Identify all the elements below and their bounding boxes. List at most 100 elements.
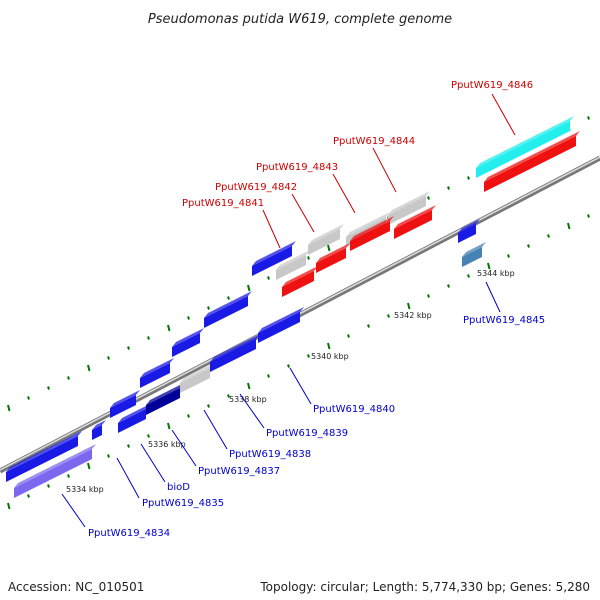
inner-tick [147,434,150,438]
gene-4840-arrow-body [258,312,300,343]
gene-features [6,116,580,498]
gene-4844-grey-body [388,196,426,225]
gene-4846-cyan[interactable] [476,116,574,178]
gene-4838-arrow[interactable] [204,291,252,328]
gene-4841-grey-top [276,250,310,270]
outer-tick [167,324,171,332]
gene-label-4834[interactable]: PputW619_4834 [88,528,170,539]
gene-label-4843[interactable]: PputW619_4843 [256,162,338,173]
gene-4837b-arrow[interactable] [118,404,150,433]
gene-label-4837[interactable]: PputW619_4837 [198,466,280,477]
outer-tick [207,306,210,310]
gene-4839-arrow[interactable] [252,241,296,276]
gene-4845b-arrow-body [462,247,482,267]
gene-4837-arrow[interactable] [172,328,204,357]
outer-tick [327,244,331,252]
gene-biod-arrow-top [140,358,174,378]
leader-4843 [332,173,356,214]
inner-tick [347,334,350,338]
gene-4839-arrow-top [252,241,296,266]
gene-4837-arrow-body [172,333,200,357]
inner-tick [187,414,190,418]
gene-4844-arrow[interactable] [394,205,436,239]
tick-label-5342: 5342 kbp [394,311,432,320]
outer-tick [227,296,230,300]
gene-grey-arrow-body [180,368,210,393]
inner-tick [467,274,470,278]
gene-4841-grey[interactable] [276,250,310,280]
gene-4839b-arrow[interactable] [210,334,260,372]
inner-tick [247,382,251,390]
gene-grey-arrow[interactable] [180,363,214,393]
leader-4842 [291,193,315,233]
outer-tick [267,276,270,280]
gene-4834-lower-arrow[interactable] [14,444,96,498]
gene-4839-arrow-body [252,246,292,276]
inner-tick [387,314,390,318]
gene-label-4838[interactable]: PputW619_4838 [229,449,311,460]
inner-tick [227,394,230,398]
leader-4844 [372,147,397,193]
inner-tick [507,254,510,258]
gene-label-4845[interactable]: PputW619_4845 [463,315,545,326]
gene-4835b-arrow[interactable] [110,390,140,418]
gene-label-4846[interactable]: PputW619_4846 [451,80,533,91]
inner-tick [107,454,110,458]
gene-4842-arrow-body [316,248,346,273]
inner-tick [567,222,571,230]
outer-tick [87,364,91,372]
gene-label-4835[interactable]: PputW619_4835 [142,498,224,509]
gene-4844-grey[interactable] [388,191,430,225]
leader-4846 [491,93,516,136]
gene-4838b-arrow-body [146,388,180,415]
gene-4837-arrow-top [172,328,204,347]
gene-label-4840[interactable]: PputW619_4840 [313,404,395,415]
gene-4838b-arrow-top [146,383,184,405]
gene-4846-arrow[interactable] [484,131,580,192]
leader-biod [140,443,166,483]
inner-tick [87,462,91,470]
gene-4844-grey-top [388,191,430,215]
tick-label-5338: 5338 kbp [229,395,267,404]
gene-4841-arrow[interactable] [282,266,318,297]
gene-label-4839[interactable]: PputW619_4839 [266,428,348,439]
gene-4842-grey[interactable] [308,224,344,255]
gene-4834-arrow[interactable] [6,431,82,482]
outer-tick [107,356,110,360]
gene-label-4841[interactable]: PputW619_4841 [182,198,264,209]
accession-text: Accession: NC_010501 [8,580,145,594]
gene-4845b-arrow[interactable] [462,242,486,267]
inner-tick [67,474,70,478]
gene-4838-arrow-top [204,291,252,318]
leader-4837 [171,429,197,467]
gene-label-4842[interactable]: PputW619_4842 [215,182,297,193]
inner-tick [487,262,491,270]
inner-tick [587,214,590,218]
gene-label-4844[interactable]: PputW619_4844 [333,136,415,147]
gene-4835b-arrow-top [110,390,140,408]
tick-label-5344: 5344 kbp [477,269,515,278]
gene-4845-arrow[interactable] [458,219,480,243]
inner-tick [407,302,411,310]
gene-4845b-arrow-top [462,242,486,257]
gene-4840-arrow-top [258,307,304,333]
gene-4835-arrow[interactable] [92,420,106,440]
gene-biod-arrow[interactable] [140,358,174,388]
map-title: Pseudomonas putida W619, complete genome [148,12,452,27]
inner-tick [547,234,550,238]
gene-4843-arrow[interactable] [350,216,394,251]
gene-4840-arrow[interactable] [258,307,304,343]
gene-4845-arrow-top [458,219,480,233]
inner-tick [267,374,270,378]
gene-4842-arrow[interactable] [316,243,350,273]
gene-4846-arrow-body [484,136,576,192]
inner-tick [7,502,11,510]
inner-tick [447,284,450,288]
gene-4838b-arrow[interactable] [146,383,184,415]
gene-4834-arrow-top [6,431,82,472]
gene-label-biod[interactable]: bioD [167,482,190,493]
gene-4844-arrow-body [394,210,432,239]
gene-4843-arrow-top [350,216,394,241]
outer-tick [307,256,310,260]
